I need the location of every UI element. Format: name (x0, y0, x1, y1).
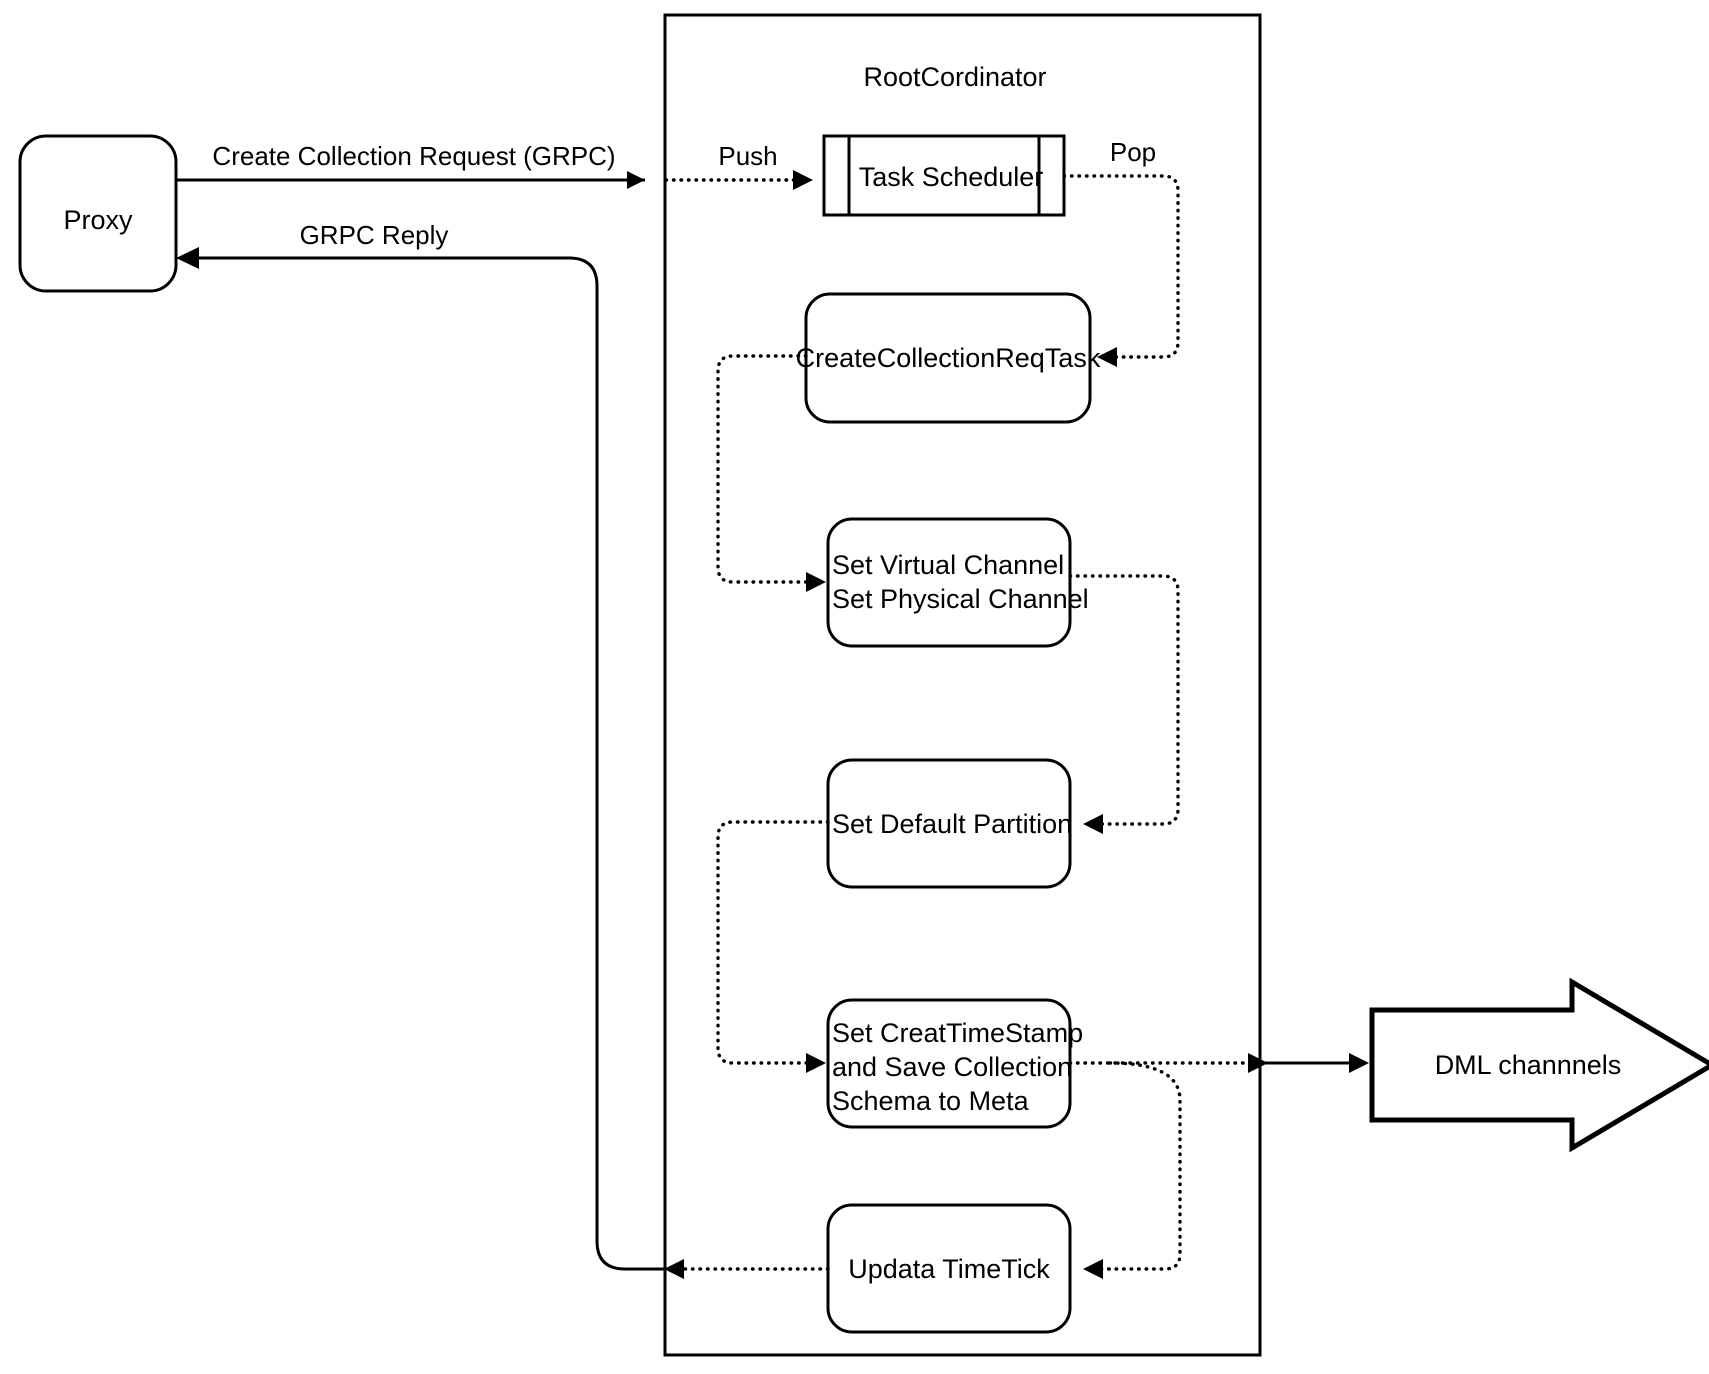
set-channels-node[interactable] (826, 517, 1072, 648)
rootcoordinator-title: RootCordinator (863, 62, 1046, 92)
arrowhead-timestamp-to-timetick (1083, 1259, 1103, 1279)
edge-pop (1062, 174, 1180, 359)
edge-label-pop: Pop (1110, 137, 1156, 167)
edge-label-create-collection-request: Create Collection Request (GRPC) (212, 141, 615, 171)
dml-channels-node[interactable] (1369, 977, 1709, 1153)
set-create-timestamp-label-line-1: Set CreatTimeStamp (832, 1018, 1083, 1048)
edge-default-partition-to-timestamp (716, 820, 830, 1065)
edge-label-push: Push (718, 141, 777, 171)
update-timetick-label: Updata TimeTick (848, 1254, 1050, 1284)
edge-task-to-channels (716, 354, 814, 584)
task-scheduler-node[interactable] (822, 134, 1066, 217)
proxy-node-label: Proxy (63, 205, 133, 235)
edge-label-grpc-reply: GRPC Reply (300, 220, 449, 250)
set-default-partition-label: Set Default Partition (832, 809, 1072, 839)
arrowhead-create-collection-request (627, 171, 645, 189)
edge-grpc-reply (190, 256, 664, 1271)
set-create-timestamp-label-line-3: Schema to Meta (832, 1086, 1030, 1116)
create-collection-req-task-label: CreateCollectionReqTask (796, 343, 1101, 373)
set-create-timestamp-label-line-2: and Save Collection (832, 1052, 1072, 1082)
arrowhead-grpc-reply (176, 247, 199, 269)
rootcoordinator-container (663, 13, 1262, 1357)
arrowhead-channels-to-default-partition (1083, 814, 1103, 834)
arrowhead-push (793, 170, 813, 190)
set-channels-label-line-1: Set Virtual Channel (832, 550, 1064, 580)
task-scheduler-label: Task Scheduler (859, 162, 1044, 192)
arrowhead-pop (1097, 347, 1117, 367)
arrowhead-container-to-dml-channels (1349, 1053, 1369, 1073)
dml-channels-label: DML channnels (1435, 1050, 1622, 1080)
edge-timestamp-to-timetick (1095, 1061, 1182, 1271)
arrowhead-task-to-channels (806, 572, 826, 592)
arrowhead-timestamp-to-container-edge (1248, 1053, 1268, 1073)
arrowhead-timetick-to-container-edge (664, 1259, 684, 1279)
arrowhead-default-partition-to-timestamp (806, 1053, 826, 1073)
set-channels-label-line-2: Set Physical Channel (832, 584, 1089, 614)
edge-channels-to-default-partition (1068, 574, 1180, 826)
create-collection-req-task-node[interactable] (804, 292, 1092, 424)
proxy-node[interactable] (18, 134, 178, 293)
